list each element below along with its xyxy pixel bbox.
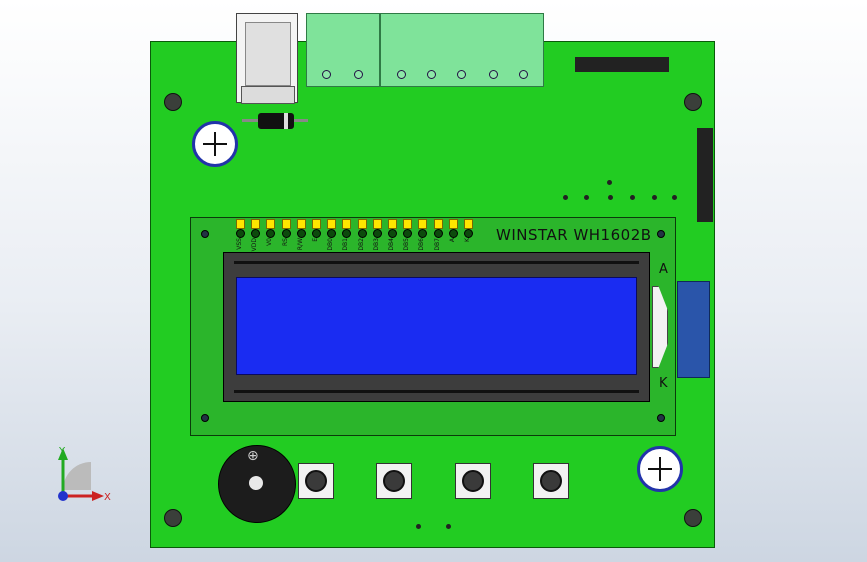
lcd-pin-label: DB5 xyxy=(403,238,411,251)
lcd-pin xyxy=(312,219,321,229)
lcd-pin-pad xyxy=(251,229,261,238)
lcd-pin xyxy=(464,219,473,229)
lcd-pin xyxy=(372,219,382,229)
push-button-3[interactable] xyxy=(455,463,491,499)
lcd-pin-label: DB3 xyxy=(372,238,380,251)
buzzer-polarity-label: ⊕ xyxy=(247,448,259,464)
via xyxy=(563,195,568,200)
lcd-pin xyxy=(342,219,352,229)
lcd-pin-label: A xyxy=(448,238,456,243)
mounting-hole xyxy=(164,509,182,527)
lcd-pin-pad xyxy=(312,229,321,238)
lcd-pin-label: R/W xyxy=(296,238,304,251)
electrolytic-capacitor xyxy=(192,121,238,167)
lcd-pin-pad xyxy=(403,229,413,238)
mounting-hole xyxy=(684,93,702,111)
lcd-pin xyxy=(357,219,367,229)
lcd-pin-label: DB1 xyxy=(342,238,350,251)
lcd-pin-pad xyxy=(433,229,443,238)
via xyxy=(584,195,589,200)
push-button-1[interactable] xyxy=(298,463,334,499)
lcd-pin xyxy=(236,219,245,229)
button-cap xyxy=(462,470,484,492)
lcd-pin-pad xyxy=(448,229,458,238)
via xyxy=(608,195,613,200)
mounting-hole xyxy=(684,509,702,527)
backlight-connector xyxy=(677,281,710,378)
via xyxy=(446,524,451,529)
lcd-pin xyxy=(327,219,337,229)
lcd-pin xyxy=(418,219,428,229)
lcd-pin xyxy=(251,219,261,229)
lcd-pin-pad xyxy=(266,229,276,238)
lcd-pin xyxy=(403,219,413,229)
dc-power-jack xyxy=(236,13,298,104)
lcd-pin-pad xyxy=(372,229,382,238)
lcd-pin-pad xyxy=(296,229,306,238)
lcd-rail xyxy=(234,261,639,264)
via xyxy=(672,195,677,200)
via xyxy=(416,524,421,529)
mounting-hole xyxy=(164,93,182,111)
backlight-led xyxy=(652,286,668,368)
axis-y-label: Y xyxy=(58,446,66,457)
lcd-pin-pad xyxy=(342,229,352,238)
screw-terminal-2pin xyxy=(306,13,380,87)
lcd-pin-label: DB7 xyxy=(433,238,441,251)
lcd-screen xyxy=(236,277,637,375)
axis-triad-icon: Y X xyxy=(58,446,111,503)
lcd-model-label: WINSTAR WH1602B xyxy=(496,226,652,244)
lcd-pin-label: K xyxy=(464,238,471,242)
lcd-pin-label: VDD xyxy=(251,238,259,252)
lcd-pin xyxy=(281,219,291,229)
electrolytic-capacitor xyxy=(637,446,683,492)
pin-header-horizontal xyxy=(575,57,669,72)
lcd-pin-label: V0 xyxy=(266,238,274,246)
screw-terminal-5pin xyxy=(380,13,544,87)
lcd-pin-label: VSS xyxy=(236,238,243,250)
push-button-4[interactable] xyxy=(533,463,569,499)
lcd-pin xyxy=(296,219,306,229)
button-cap xyxy=(383,470,405,492)
lcd-pin xyxy=(266,219,276,229)
lcd-pin-pad xyxy=(281,229,291,238)
button-cap xyxy=(305,470,327,492)
via xyxy=(607,180,612,185)
pin-header-vertical xyxy=(697,128,713,222)
push-button-2[interactable] xyxy=(376,463,412,499)
lcd-pin xyxy=(448,219,458,229)
lcd-pin-pad xyxy=(236,229,245,238)
diode xyxy=(258,113,294,129)
lcd-pin xyxy=(433,219,443,229)
lcd-pin-label: DB6 xyxy=(418,238,426,251)
button-cap xyxy=(540,470,562,492)
lcd-anode-label: A xyxy=(659,262,668,277)
lcd-pin-row: VSS VDD V0 RS R/W E DB0 DB1 DB2 DB3 DB4 DB5 DB6 DB7 A K xyxy=(236,219,476,251)
lcd-pin-label: DB4 xyxy=(388,238,395,251)
axis-x-label: X xyxy=(104,492,111,503)
lcd-pin-pad xyxy=(327,229,337,238)
lcd-pin-pad xyxy=(418,229,428,238)
lcd-pin-pad xyxy=(357,229,367,238)
lcd-rail xyxy=(234,390,639,393)
lcd-cathode-label: K xyxy=(659,376,668,391)
buzzer: ⊕ xyxy=(218,445,296,523)
lcd-pin xyxy=(388,219,397,229)
lcd-pin-pad xyxy=(464,229,473,238)
via xyxy=(630,195,635,200)
lcd-pin-label: RS xyxy=(281,238,289,246)
via xyxy=(652,195,657,200)
lcd-pin-label: DB0 xyxy=(327,238,335,251)
lcd-pin-label: DB2 xyxy=(357,238,365,251)
lcd-pin-label: E xyxy=(312,238,319,242)
lcd-pin-pad xyxy=(388,229,397,238)
